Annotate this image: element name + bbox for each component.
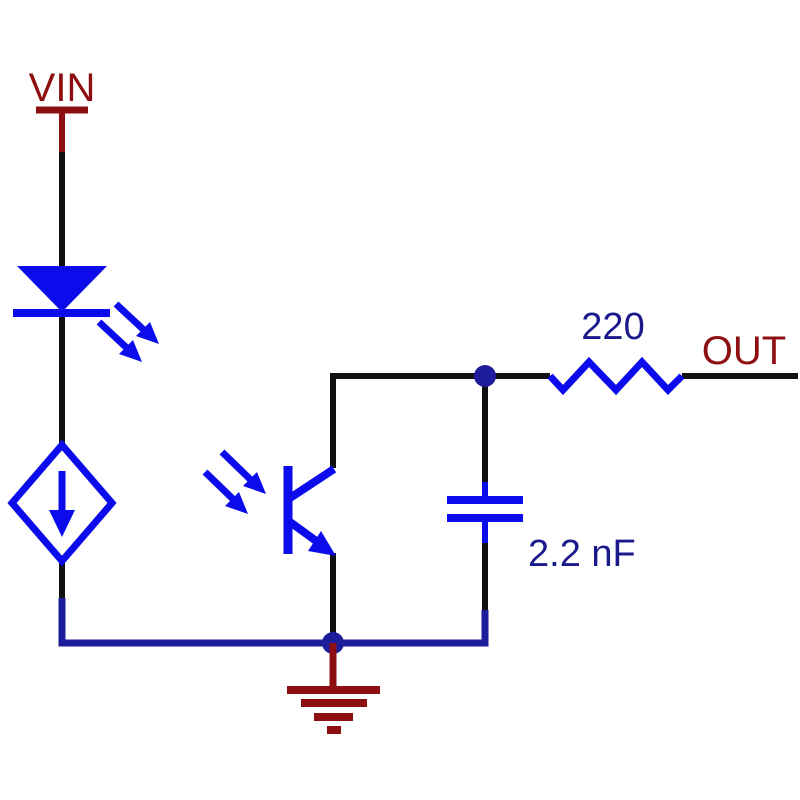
capacitor-value-label: 2.2 nF [528,533,636,575]
led-triangle [17,266,107,312]
transistor-emitter-arrowhead [308,531,336,556]
wires [59,150,798,637]
resistor-value-label: 220 [581,306,644,348]
led-light-emission-arrows [96,301,159,362]
light-arrowhead-icon [243,472,266,494]
capacitor: 2.2 nF [447,482,636,575]
current-source [7,439,117,567]
junction-dot-top [474,365,496,387]
light-arrow-icon [202,469,238,504]
wire-bottom-ground-net [58,598,489,647]
light-arrow-icon [113,301,149,335]
vin-terminal: VIN [29,66,96,152]
transistor-emitter [287,518,322,547]
light-arrowhead-icon [119,340,142,362]
led [13,266,159,362]
light-arrowhead-icon [136,322,159,344]
resistor-zigzag [547,356,685,396]
light-arrow-icon [219,449,255,484]
photo-light-arrows [202,449,266,514]
vin-label: VIN [29,66,96,110]
ground-symbol [287,643,380,734]
current-source-arrowhead [49,510,75,537]
transistor-collector [287,465,337,502]
wire-collector-to-top-rail [330,373,550,468]
out-label: OUT [702,329,786,373]
phototransistor [202,449,337,556]
resistor: 220 [547,306,685,396]
light-arrowhead-icon [225,492,248,514]
current-source-diamond [7,439,117,567]
light-arrow-icon [96,319,132,353]
